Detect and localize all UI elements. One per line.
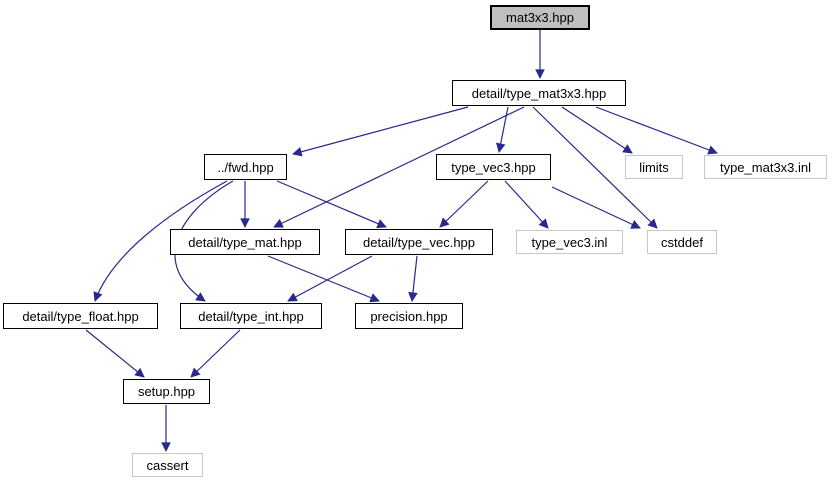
edge-9	[93, 180, 228, 302]
edge-3	[495, 106, 509, 153]
edge-12	[504, 180, 549, 229]
node-type-vec3-hpp[interactable]: type_vec3.hpp	[436, 154, 551, 180]
edge-11	[439, 180, 489, 228]
node-type-mat3x3-hpp[interactable]: detail/type_mat3x3.hpp	[452, 80, 626, 106]
edge-18	[190, 329, 241, 378]
node-type-int-hpp[interactable]: detail/type_int.hpp	[180, 303, 322, 329]
node-type-float-hpp[interactable]: detail/type_float.hpp	[3, 303, 158, 329]
edge-14	[267, 255, 380, 303]
edge-4	[532, 106, 658, 229]
edge-15	[287, 255, 373, 302]
node-type-mat-hpp[interactable]: detail/type_mat.hpp	[170, 229, 320, 255]
node-cassert: cassert	[132, 453, 203, 477]
node-type-mat3x3-inl: type_mat3x3.inl	[704, 155, 827, 179]
node-type-vec-hpp[interactable]: detail/type_vec.hpp	[345, 229, 493, 255]
node-mat3x3-hpp: mat3x3.hpp	[490, 5, 590, 30]
node-limits: limits	[625, 155, 683, 179]
edge-17	[85, 329, 145, 378]
node-type-vec3-inl: type_vec3.inl	[516, 230, 623, 254]
edge-8	[276, 180, 387, 229]
edge-13	[551, 186, 641, 229]
edge-6	[595, 106, 718, 155]
node-precision-hpp[interactable]: precision.hpp	[355, 303, 463, 329]
edge-5	[561, 106, 633, 154]
node-cstddef: cstddef	[647, 230, 717, 254]
node-fwd-hpp[interactable]: ../fwd.hpp	[204, 154, 287, 180]
edge-1	[292, 106, 469, 157]
node-setup-hpp[interactable]: setup.hpp	[123, 379, 210, 404]
edge-16	[408, 255, 418, 302]
edge-2	[273, 106, 525, 228]
